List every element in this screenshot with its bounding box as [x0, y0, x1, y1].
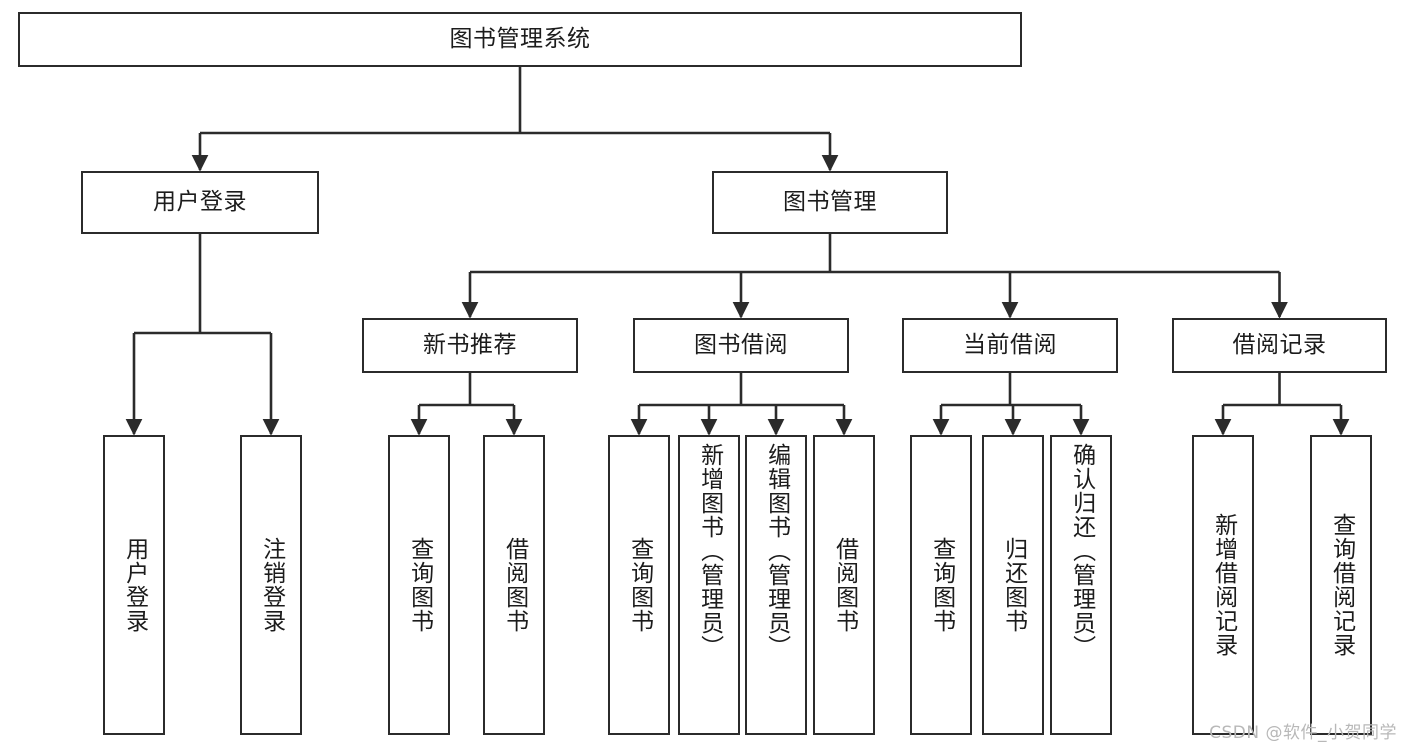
node-user-login-label: 用户登录 — [153, 189, 247, 215]
node-root-label: 图书管理系统 — [449, 26, 591, 52]
node-leaf-query-book-b-label: 查询图书 — [626, 537, 653, 633]
node-leaf-borrow-book-b-label: 借阅图书 — [831, 537, 858, 633]
node-leaf-user-login-label: 用户登录 — [121, 537, 148, 633]
node-book-borrow-label: 图书借阅 — [694, 332, 788, 358]
node-new-book-rec-label: 新书推荐 — [423, 332, 517, 358]
node-leaf-query-record-label: 查询借阅记录 — [1328, 513, 1355, 657]
node-leaf-query-book-b[interactable]: 查询图书 — [608, 435, 670, 735]
node-leaf-add-record[interactable]: 新增借阅记录 — [1192, 435, 1254, 735]
node-leaf-query-record[interactable]: 查询借阅记录 — [1310, 435, 1372, 735]
node-book-borrow[interactable]: 图书借阅 — [633, 318, 849, 373]
node-leaf-query-book-rec[interactable]: 查询图书 — [388, 435, 450, 735]
node-leaf-add-book-label: 新增图书（管理员） — [696, 443, 723, 659]
node-leaf-user-login[interactable]: 用户登录 — [103, 435, 165, 735]
node-leaf-edit-book[interactable]: 编辑图书（管理员） — [745, 435, 807, 735]
node-book-manage[interactable]: 图书管理 — [712, 171, 948, 234]
node-leaf-borrow-book-b[interactable]: 借阅图书 — [813, 435, 875, 735]
node-borrow-record-label: 借阅记录 — [1232, 332, 1327, 358]
node-new-book-rec[interactable]: 新书推荐 — [362, 318, 578, 373]
node-leaf-logout[interactable]: 注销登录 — [240, 435, 302, 735]
node-book-manage-label: 图书管理 — [783, 189, 877, 215]
node-leaf-return-book[interactable]: 归还图书 — [982, 435, 1044, 735]
node-leaf-borrow-book-rec[interactable]: 借阅图书 — [483, 435, 545, 735]
node-leaf-query-book-c[interactable]: 查询图书 — [910, 435, 972, 735]
node-leaf-add-record-label: 新增借阅记录 — [1210, 513, 1237, 657]
node-user-login[interactable]: 用户登录 — [81, 171, 319, 234]
node-leaf-add-book[interactable]: 新增图书（管理员） — [678, 435, 740, 735]
node-root[interactable]: 图书管理系统 — [18, 12, 1022, 67]
node-leaf-confirm-return-label: 确认归还（管理员） — [1068, 443, 1095, 659]
node-leaf-query-book-rec-label: 查询图书 — [406, 537, 433, 633]
node-current-borrow[interactable]: 当前借阅 — [902, 318, 1118, 373]
node-leaf-confirm-return[interactable]: 确认归还（管理员） — [1050, 435, 1112, 735]
node-borrow-record[interactable]: 借阅记录 — [1172, 318, 1387, 373]
csdn-watermark: CSDN @软件_小贺同学 — [1209, 723, 1397, 743]
node-leaf-return-book-label: 归还图书 — [1000, 537, 1027, 633]
node-leaf-query-book-c-label: 查询图书 — [928, 537, 955, 633]
node-leaf-edit-book-label: 编辑图书（管理员） — [763, 443, 790, 659]
node-leaf-borrow-book-rec-label: 借阅图书 — [501, 537, 528, 633]
node-current-borrow-label: 当前借阅 — [963, 332, 1057, 358]
node-leaf-logout-label: 注销登录 — [258, 537, 285, 633]
